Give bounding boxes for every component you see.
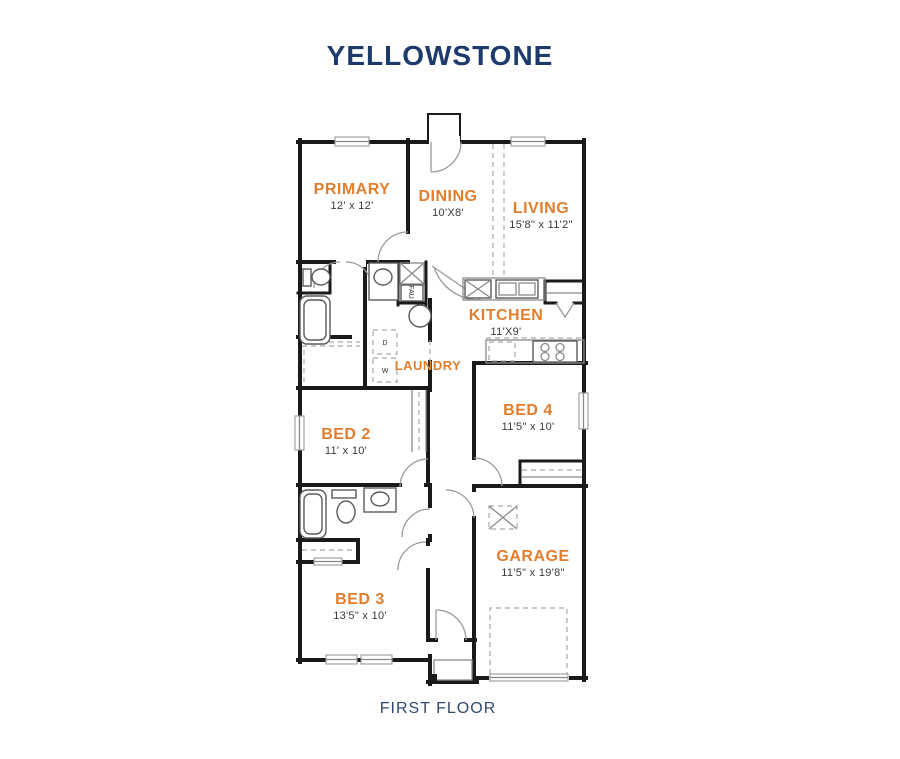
room-name-living: LIVING: [512, 200, 570, 217]
room-dim-dining: 10'X8': [432, 207, 464, 219]
room-label-primary: PRIMARY 12' x 12': [314, 181, 391, 212]
sink-fixture-hall: [363, 487, 397, 513]
room-label-bed2: BED 2 11' x 10': [321, 426, 371, 457]
kitchen-island: [485, 339, 585, 364]
washer-box: [372, 357, 398, 383]
room-label-garage: GARAGE 11'5" x 19'8": [496, 548, 569, 579]
window-primary: [334, 136, 370, 147]
room-dim-primary: 12' x 12': [330, 200, 374, 212]
window-bed4: [578, 392, 589, 430]
fau-label: FAU: [407, 285, 414, 299]
closet-bifold-door: [313, 557, 343, 566]
bed3-door: [397, 541, 427, 571]
room-name-bed2: BED 2: [321, 426, 371, 443]
window-bed3-right: [360, 654, 393, 665]
room-label-bed4: BED 4 11'5" x 10': [502, 402, 555, 433]
room-name-garage: GARAGE: [496, 548, 570, 565]
window-living: [510, 136, 546, 147]
dishwasher-fixture: [464, 279, 492, 299]
room-name-bed4: BED 4: [503, 402, 553, 419]
garage-door-track: [489, 607, 568, 674]
room-dim-garage: 11'5" x 19'8": [501, 567, 565, 579]
toilet-fixture-hall: [331, 489, 357, 524]
room-dim-kitchen: 11'X9': [490, 326, 522, 338]
window-bed2: [294, 415, 305, 451]
fixtures: [299, 262, 585, 683]
dryer-box: [372, 329, 398, 355]
plan-title: YELLOWSTONE: [326, 40, 554, 71]
room-name-dining: DINING: [418, 188, 478, 205]
entry-door: [430, 141, 462, 173]
bed4-door: [473, 457, 503, 487]
dryer-label: D: [382, 340, 387, 347]
vestibule-step: [428, 659, 473, 683]
tub-fixture-hall: [299, 489, 327, 539]
pantry-door: [555, 302, 575, 319]
sink-fixture-primary: [368, 262, 399, 301]
water-heater-pad: [488, 505, 518, 530]
windows: [294, 136, 589, 682]
room-name-bed3: BED 3: [335, 591, 385, 608]
window-bed3-left: [325, 654, 358, 665]
room-dim-bed4: 11'5" x 10': [501, 421, 555, 433]
bed2-door: [399, 458, 429, 488]
kitchen-counter: [462, 277, 546, 301]
room-dim-bed3: 13'5" x 10': [333, 610, 387, 622]
toilet-fixture-primary: [302, 268, 331, 287]
vestibule-door: [435, 609, 467, 641]
room-label-laundry: LAUNDRY: [395, 358, 462, 373]
room-name-kitchen: KITCHEN: [468, 307, 544, 324]
room-label-living: LIVING 15'8" x 11'2": [509, 200, 572, 231]
dashed-guides: [302, 144, 584, 674]
room-label-bed3: BED 3 13'5" x 10': [333, 591, 387, 622]
floor-caption: FIRST FLOOR: [379, 700, 497, 717]
room-label-kitchen: KITCHEN 11'X9': [469, 307, 544, 338]
room-name-primary: PRIMARY: [313, 181, 391, 198]
room-dim-bed2: 11' x 10': [324, 445, 368, 457]
garage-door: [489, 673, 569, 682]
fau-closet: [399, 262, 425, 302]
laundry-sink-fixture: [408, 304, 432, 328]
washer-label: W: [382, 368, 389, 375]
room-name-laundry: LAUNDRY: [394, 358, 462, 373]
hall-bath-door: [401, 508, 431, 538]
stove-fixture: [532, 340, 578, 363]
room-label-dining: DINING 10'X8': [419, 188, 478, 219]
garage-entry-door: [445, 489, 475, 519]
svg-annotations: FAU D W: [382, 285, 414, 375]
kitchen-sink-fixture: [495, 279, 539, 299]
primary-door: [377, 231, 409, 263]
room-dim-living: 15'8" x 11'2": [509, 219, 573, 231]
tub-fixture-primary: [299, 295, 331, 345]
